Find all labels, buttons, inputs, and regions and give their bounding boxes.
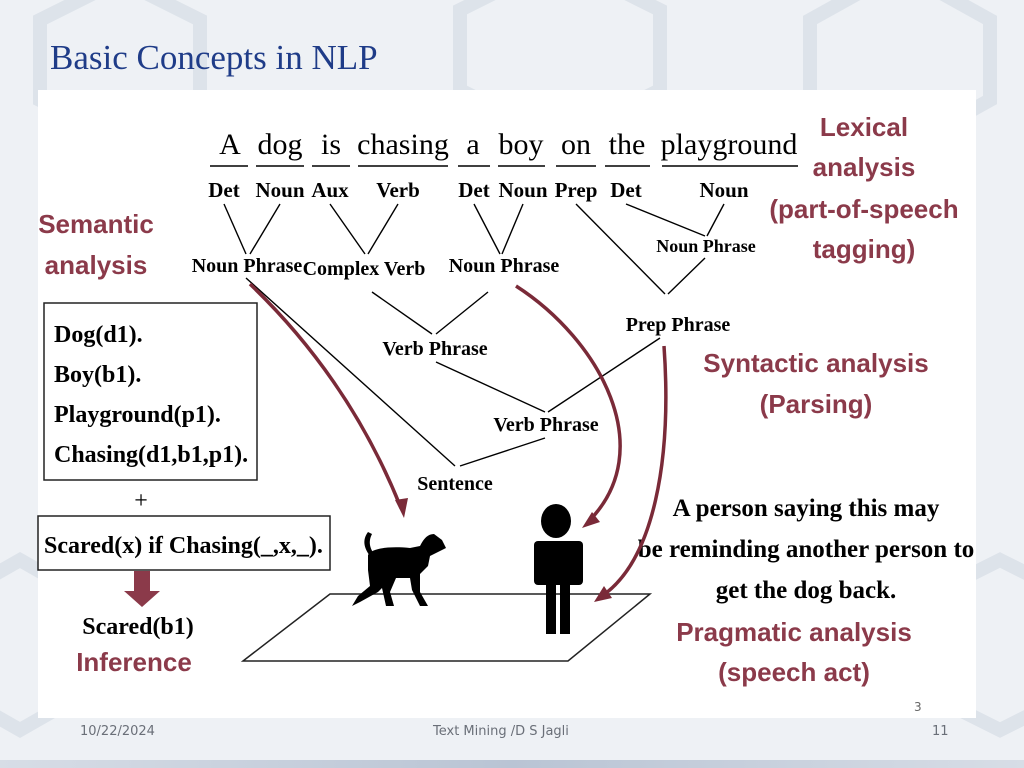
pos-tag: Noun [255, 178, 304, 202]
pos-tag: Det [208, 178, 239, 202]
pos-tag: Prep [555, 178, 598, 202]
pos-tag: Aux [311, 178, 349, 202]
pos-tag: Noun [699, 178, 748, 202]
phrase-noun-phrase-3: Noun Phrase [656, 236, 756, 256]
footer-page-number: 11 [932, 724, 949, 739]
word-on: on [561, 128, 591, 161]
svg-text:(part-of-speech: (part-of-speech [769, 194, 958, 224]
fact-line: Boy(b1). [54, 362, 141, 388]
phrase-verb-phrase-1: Verb Phrase [382, 338, 487, 360]
pos-tag: Noun [498, 178, 547, 202]
phrase-complex-verb: Complex Verb [303, 258, 426, 280]
svg-text:analysis: analysis [45, 250, 148, 280]
fact-line: Playground(p1). [54, 402, 221, 428]
word-chasing: chasing [357, 128, 449, 161]
inference-label: Inference [76, 647, 192, 677]
svg-text:Syntactic analysis: Syntactic analysis [703, 348, 928, 378]
phrase-noun-phrase-2: Noun Phrase [449, 255, 560, 277]
fact-line: Chasing(d1,b1,p1). [54, 442, 248, 468]
person-icon [534, 504, 583, 634]
footer-date: 10/22/2024 [80, 724, 155, 739]
semantic-analysis-label: Semantic analysis [38, 209, 154, 280]
word-the: the [609, 128, 646, 161]
pos-tag: Det [610, 178, 641, 202]
image-page-number: 3 [914, 700, 922, 714]
phrase-sentence: Sentence [417, 473, 493, 495]
word-a2: a [466, 128, 479, 161]
pos-tag: Verb [376, 178, 420, 202]
down-arrow-icon [124, 571, 160, 607]
phrase-verb-phrase-2: Verb Phrase [493, 414, 598, 436]
word-playground: playground [661, 128, 798, 161]
facts-box [43, 302, 258, 481]
pragmatic-analysis-label: Pragmatic analysis (speech act) [676, 617, 912, 687]
svg-text:Pragmatic analysis: Pragmatic analysis [676, 617, 912, 647]
rule-box [37, 515, 331, 571]
speech-act-line: be reminding another person to [638, 536, 975, 563]
svg-text:Lexical: Lexical [820, 112, 908, 142]
word-boy: boy [499, 128, 544, 161]
parse-tree-lines [223, 203, 725, 467]
word-dog: dog [258, 128, 303, 161]
fact-line: Dog(d1). [54, 322, 143, 348]
svg-text:Semantic: Semantic [38, 209, 154, 239]
slide-title: Basic Concepts in NLP [50, 38, 378, 77]
svg-text:(Parsing): (Parsing) [760, 389, 873, 419]
dog-icon [352, 532, 446, 606]
speech-act-line: A person saying this may [673, 495, 940, 522]
playground-floor [240, 593, 653, 662]
syntactic-analysis-label: Syntactic analysis (Parsing) [703, 348, 928, 419]
phrase-noun-phrase-1: Noun Phrase [192, 255, 303, 277]
lexical-analysis-label: Lexical analysis (part-of-speech tagging… [769, 112, 958, 264]
svg-text:(speech act): (speech act) [718, 657, 870, 687]
word-a: A [219, 128, 241, 161]
svg-text:tagging): tagging) [813, 234, 916, 264]
svg-text:analysis: analysis [813, 152, 916, 182]
footer-title: Text Mining /D S Jagli [433, 724, 569, 739]
rule-text: Scared(x) if Chasing(_,x,_). [44, 533, 323, 559]
word-is: is [321, 128, 341, 161]
bottom-band [0, 760, 1024, 768]
pos-tag: Det [458, 178, 489, 202]
inference-result: Scared(b1) [82, 614, 194, 640]
speech-act-line: get the dog back. [716, 577, 897, 604]
plus-sign: + [134, 488, 148, 514]
semantic-arrows [248, 282, 668, 602]
phrase-prep-phrase: Prep Phrase [626, 314, 731, 336]
